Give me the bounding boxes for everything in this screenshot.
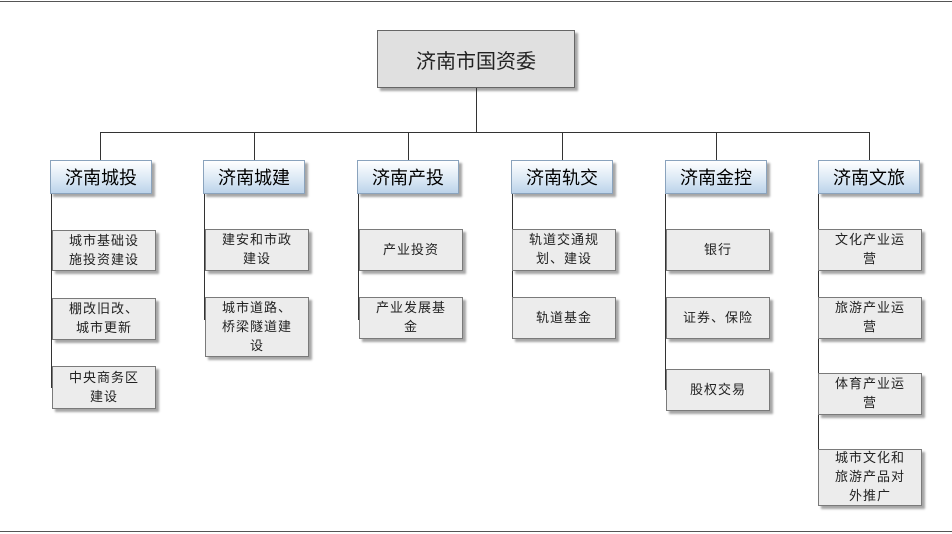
leaf-node: 轨道交通规 划、建设 [512, 229, 616, 271]
leaf-label: 城市基础设 施投资建设 [68, 233, 139, 268]
connector-drop-5 [716, 132, 717, 160]
leaf-label: 证券、保险 [682, 310, 753, 326]
connector-bus [100, 132, 870, 133]
leaf-label: 棚改旧改、 城市更新 [68, 302, 139, 336]
leaf-label: 建安和市政 建设 [221, 233, 292, 267]
spine-3 [358, 194, 359, 320]
spine-1 [51, 194, 52, 388]
group-label: 济南城投 [65, 168, 137, 189]
group-node: 济南轨交 [511, 160, 613, 194]
connector-drop-2 [254, 132, 255, 160]
connector-drop-1 [100, 132, 101, 160]
leaf-node: 轨道基金 [512, 297, 616, 339]
connector-drop-4 [562, 132, 563, 160]
leaf-label: 城市道路、 桥梁隧道建 设 [221, 300, 292, 354]
group-node: 济南城建 [203, 160, 305, 194]
leaf-label: 产业发展基 金 [375, 301, 446, 335]
connector-drop-3 [408, 132, 409, 160]
group-node: 济南金控 [665, 160, 767, 194]
spine-5 [665, 194, 666, 390]
leaf-node: 城市道路、 桥梁隧道建 设 [205, 297, 309, 357]
leaf-node: 中央商务区 建设 [52, 366, 156, 409]
group-label: 济南城建 [218, 168, 290, 189]
group-label: 济南轨交 [526, 168, 598, 189]
group-node: 济南产投 [357, 160, 459, 194]
leaf-node: 城市基础设 施投资建设 [52, 230, 156, 271]
leaf-label: 轨道基金 [535, 310, 592, 326]
leaf-node: 棚改旧改、 城市更新 [52, 298, 156, 340]
leaf-label: 体育产业运 营 [834, 377, 905, 411]
leaf-label: 中央商务区 建设 [68, 370, 139, 405]
connector-root-down [476, 88, 477, 132]
leaf-node: 证券、保险 [666, 297, 770, 339]
leaf-node: 文化产业运 营 [818, 229, 922, 271]
leaf-label: 城市文化和 旅游产品对 外推广 [834, 451, 905, 504]
leaf-node: 股权交易 [666, 369, 770, 411]
leaf-label: 旅游产业运 营 [834, 301, 905, 335]
root-node: 济南市国资委 [377, 30, 575, 88]
bottom-rule [0, 531, 952, 532]
leaf-label: 股权交易 [689, 382, 746, 398]
leaf-node: 体育产业运 营 [818, 373, 922, 415]
leaf-node: 旅游产业运 营 [818, 297, 922, 339]
leaf-node: 城市文化和 旅游产品对 外推广 [818, 449, 922, 506]
spine-2 [204, 194, 205, 320]
group-label: 济南文旅 [833, 168, 905, 189]
leaf-label: 轨道交通规 划、建设 [528, 233, 599, 267]
leaf-node: 产业投资 [359, 229, 463, 271]
leaf-node: 建安和市政 建设 [205, 229, 309, 271]
group-label: 济南金控 [680, 168, 752, 189]
group-label: 济南产投 [372, 168, 444, 189]
leaf-node: 银行 [666, 229, 770, 271]
leaf-label: 产业投资 [382, 242, 439, 258]
leaf-node: 产业发展基 金 [359, 297, 463, 339]
group-node: 济南文旅 [818, 160, 920, 194]
top-rule [0, 1, 952, 2]
root-label: 济南市国资委 [416, 48, 536, 73]
leaf-label: 文化产业运 营 [834, 233, 905, 267]
connector-drop-6 [869, 132, 870, 160]
group-node: 济南城投 [50, 160, 152, 194]
leaf-label: 银行 [703, 242, 732, 258]
